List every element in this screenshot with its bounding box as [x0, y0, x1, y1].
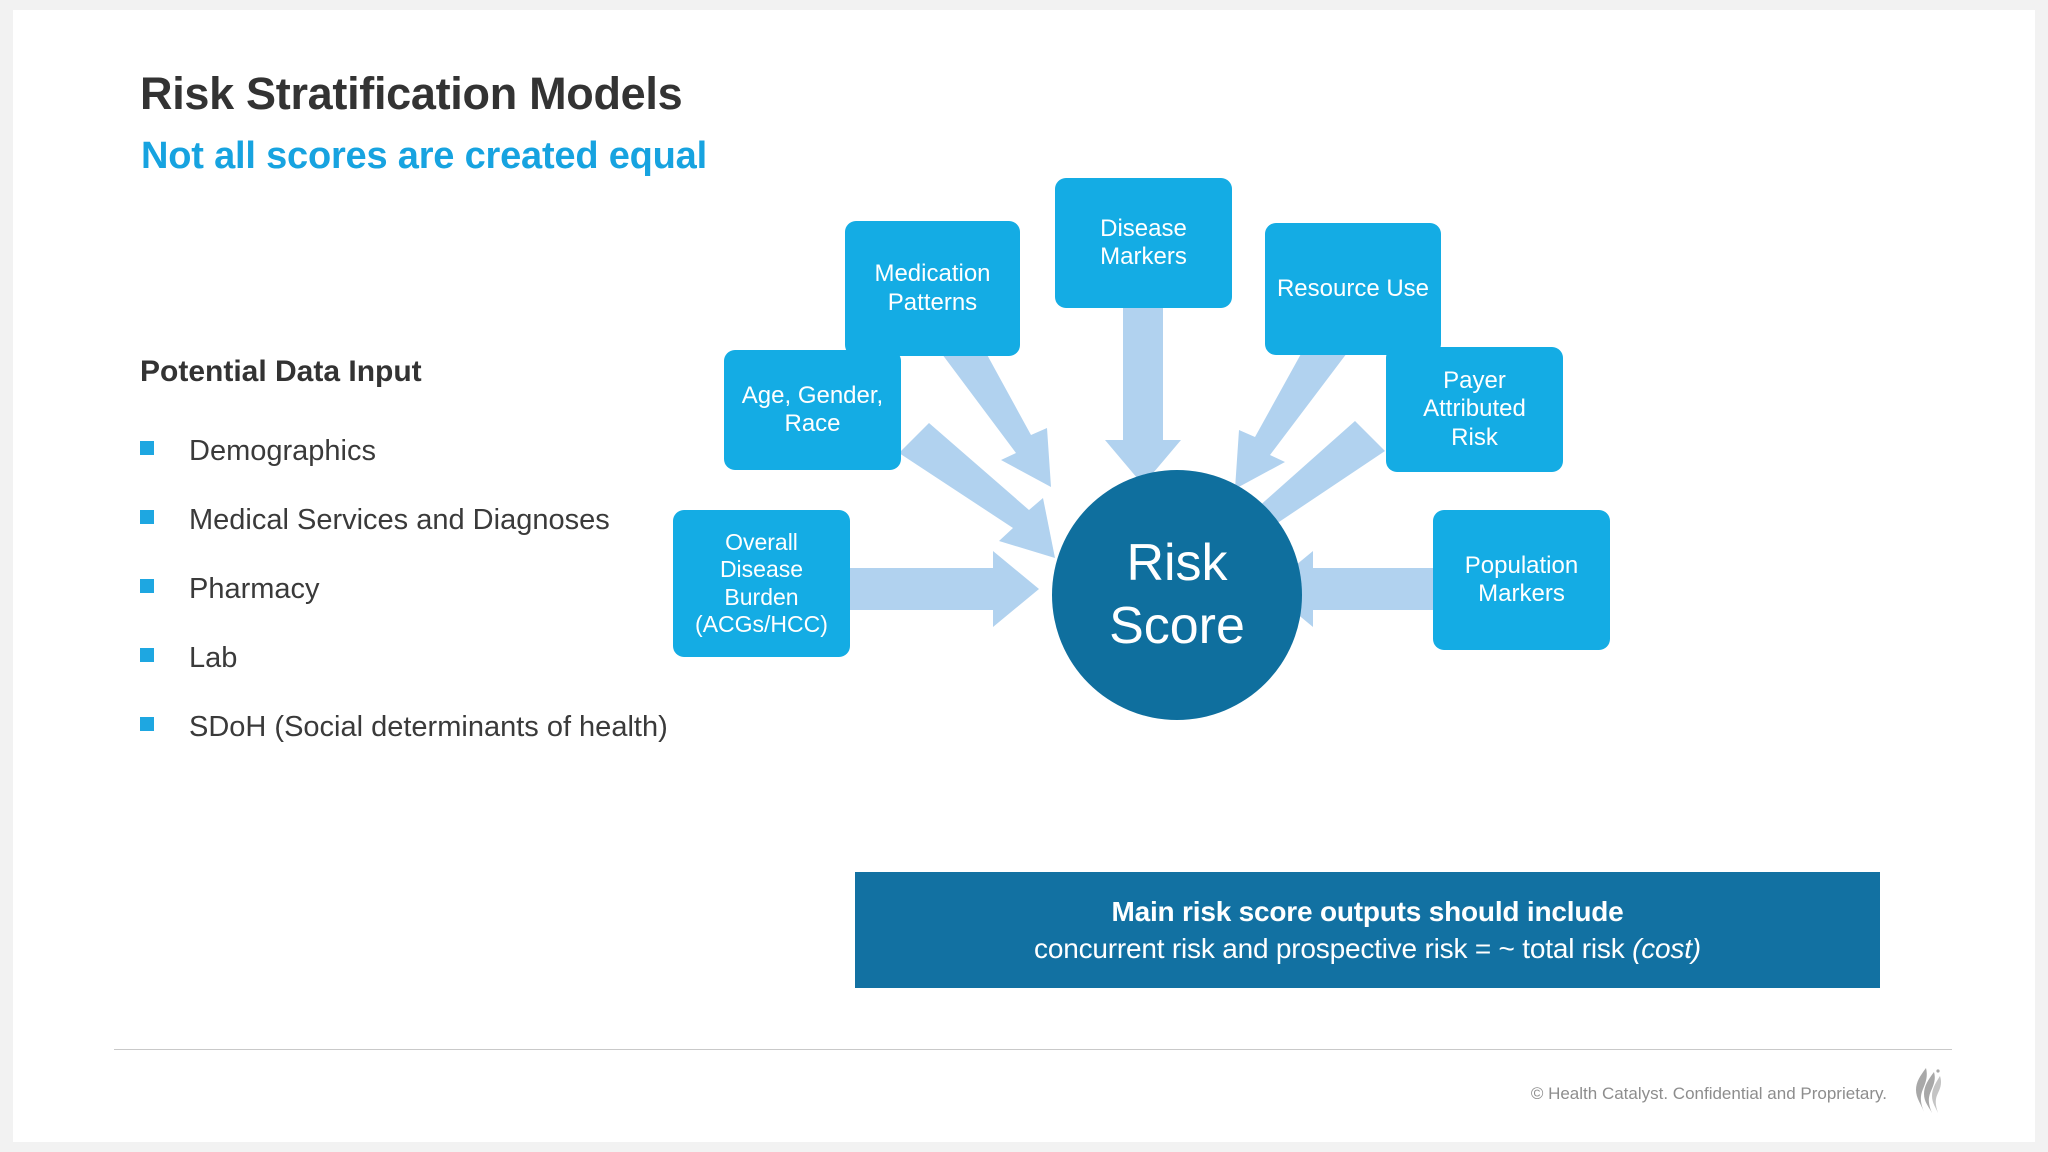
square-bullet-icon — [140, 717, 154, 731]
square-bullet-icon — [140, 510, 154, 524]
square-bullet-icon — [140, 648, 154, 662]
page-subtitle: Not all scores are created equal — [141, 135, 707, 177]
arrow-medication-to-center — [939, 340, 1051, 487]
risk-score-line1: Risk — [1126, 533, 1228, 592]
risk-score-output-banner: Main risk score outputs should include c… — [855, 872, 1880, 988]
list-item-label: Medical Services and Diagnoses — [189, 504, 610, 536]
risk-score-center-node[interactable]: Risk Score — [1052, 470, 1302, 720]
node-label: Age, Gender,Race — [741, 381, 884, 437]
arrow-overall-to-center — [850, 551, 1039, 627]
arrow-age-to-center — [899, 423, 1055, 558]
potential-data-input-heading: Potential Data Input — [140, 355, 422, 388]
list-item-label: Pharmacy — [189, 573, 320, 605]
square-bullet-icon — [140, 579, 154, 593]
square-bullet-icon — [140, 441, 154, 455]
list-item: Medical Services and Diagnoses — [140, 504, 900, 573]
list-item: Lab — [140, 642, 900, 711]
footer-copyright: © Health Catalyst. Confidential and Prop… — [1530, 1084, 1887, 1103]
node-resource-use[interactable]: Resource Use — [1265, 223, 1441, 355]
footer-divider — [114, 1049, 1952, 1050]
list-item-label: Lab — [189, 642, 238, 674]
arrow-resource-to-center — [1235, 343, 1347, 489]
slide-canvas: Risk Stratification Models Not all score… — [13, 10, 2035, 1142]
page-title: Risk Stratification Models — [140, 68, 683, 119]
health-catalyst-flame-logo-icon — [1916, 1068, 1942, 1113]
banner-subline-text: concurrent risk and prospective risk = ~… — [1034, 932, 1633, 964]
list-item: SDoH (Social determinants of health) — [140, 711, 900, 780]
node-label: Resource Use — [1276, 274, 1430, 302]
banner-cost-emphasis: (cost) — [1632, 932, 1701, 964]
list-item-label: Demographics — [189, 435, 376, 467]
list-item-label: SDoH (Social determinants of health) — [189, 711, 668, 743]
arrow-population-to-center — [1267, 551, 1433, 627]
list-item: Pharmacy — [140, 573, 900, 642]
data-input-bullet-list: Demographics Medical Services and Diagno… — [140, 435, 900, 780]
arrow-disease-to-center — [1105, 305, 1181, 485]
risk-score-line2: Score — [1109, 597, 1245, 655]
node-age-gender-race[interactable]: Age, Gender,Race — [724, 350, 901, 470]
list-item: Demographics — [140, 435, 900, 504]
banner-subline: concurrent risk and prospective risk = ~… — [1034, 933, 1701, 965]
banner-headline: Main risk score outputs should include — [1111, 895, 1624, 927]
